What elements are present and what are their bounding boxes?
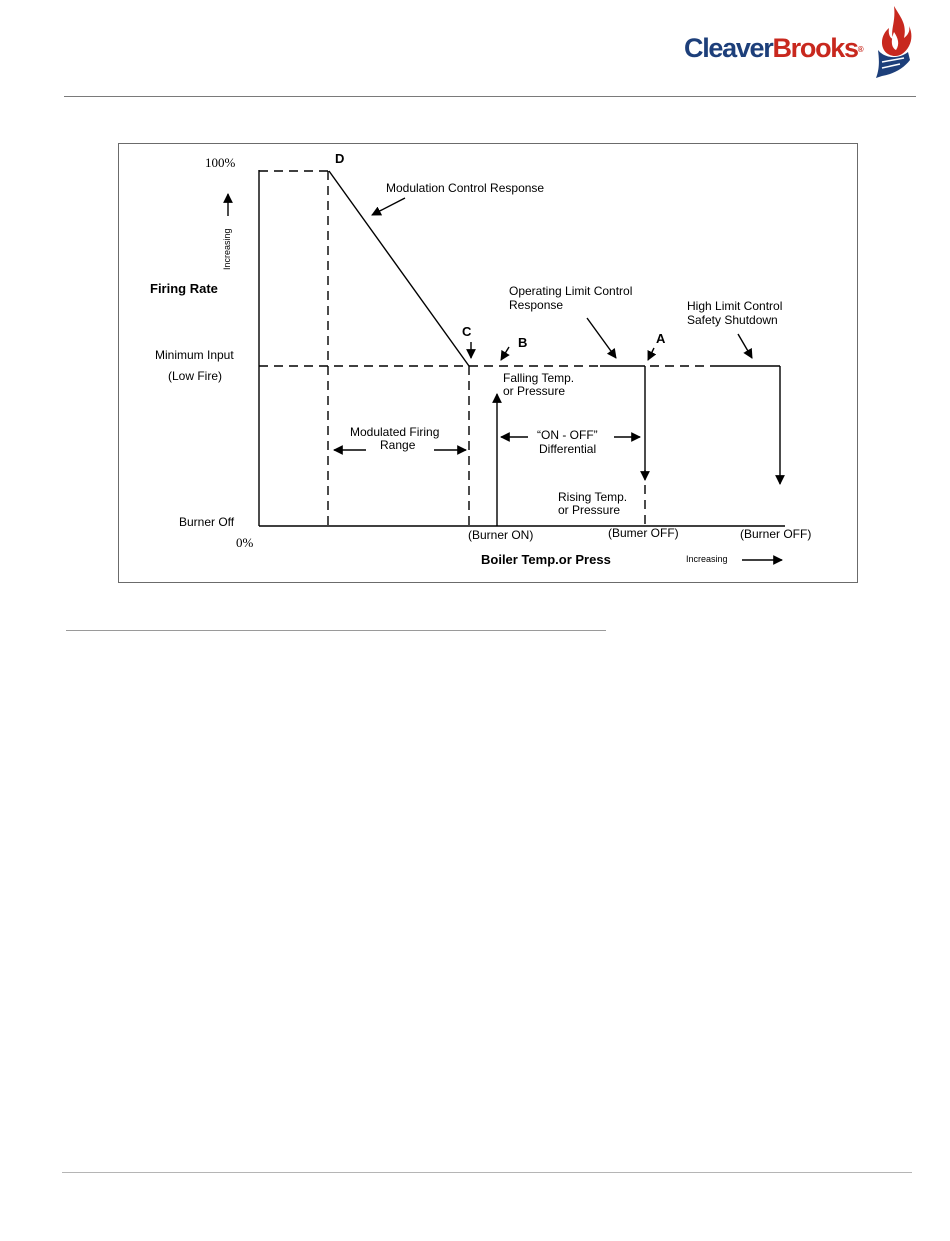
point-c-label: C [462,324,472,339]
modulated-range-label-line2: Range [380,438,416,452]
firing-rate-diagram-canvas: 100% 0% Increasing Firing Rate Minimum I… [150,151,811,567]
high-limit-pointer-arrow [737,333,753,359]
burner-on-label: (Burner ON) [468,528,533,542]
low-fire-label: (Low Fire) [168,369,222,383]
point-a-pointer-arrow [647,347,657,361]
operating-limit-label-line1: Operating Limit Control [509,284,632,298]
logo-text-brooks: Brooks [772,33,859,63]
x-increasing-label: Increasing [686,554,728,564]
modulation-response-line [328,170,470,367]
modulation-response-label: Modulation Control Response [386,181,544,195]
firing-rate-label: Firing Rate [150,281,218,296]
footer-divider [62,1172,912,1173]
modulation-pointer-arrow [371,197,406,216]
rising-temp-label-line1: Rising Temp. [558,490,627,504]
flame-hand-icon [876,6,912,78]
high-limit-label-line1: High Limit Control [687,299,782,313]
registered-mark: ® [857,45,864,54]
falling-temp-label-line1: Falling Temp. [503,371,574,385]
logo-wordmark: CleaverBrooks® [684,32,864,64]
point-a-label: A [656,331,666,346]
section-divider [66,630,606,631]
minimum-input-label: Minimum Input [155,348,234,362]
point-b-pointer-arrow [500,346,510,361]
burner-off-label-1: (Bumer OFF) [608,526,679,540]
label-0-percent: 0% [236,535,254,550]
cleaver-brooks-logo: CleaverBrooks® [684,4,914,80]
rising-temp-label-line2: or Pressure [558,503,620,517]
boiler-temp-label: Boiler Temp.or Press [481,552,611,567]
operating-limit-label-line2: Response [509,298,563,312]
on-off-label-line1: “ON - OFF” [537,428,598,442]
modulated-range-label-line1: Modulated Firing [350,425,439,439]
header-divider [64,96,916,97]
point-b-label: B [518,335,527,350]
operating-limit-pointer-arrow [586,317,617,359]
firing-rate-diagram: 100% 0% Increasing Firing Rate Minimum I… [118,143,858,583]
burner-off-label: Burner Off [179,515,235,529]
on-off-label-line2: Differential [539,442,596,456]
high-limit-label-line2: Safety Shutdown [687,313,778,327]
burner-off-label-2: (Burner OFF) [740,527,811,541]
y-increasing-label: Increasing [222,228,232,270]
logo-text-cleaver: Cleaver [684,33,774,63]
label-100-percent: 100% [205,155,236,170]
point-d-label: D [335,151,344,166]
falling-temp-label-line2: or Pressure [503,384,565,398]
